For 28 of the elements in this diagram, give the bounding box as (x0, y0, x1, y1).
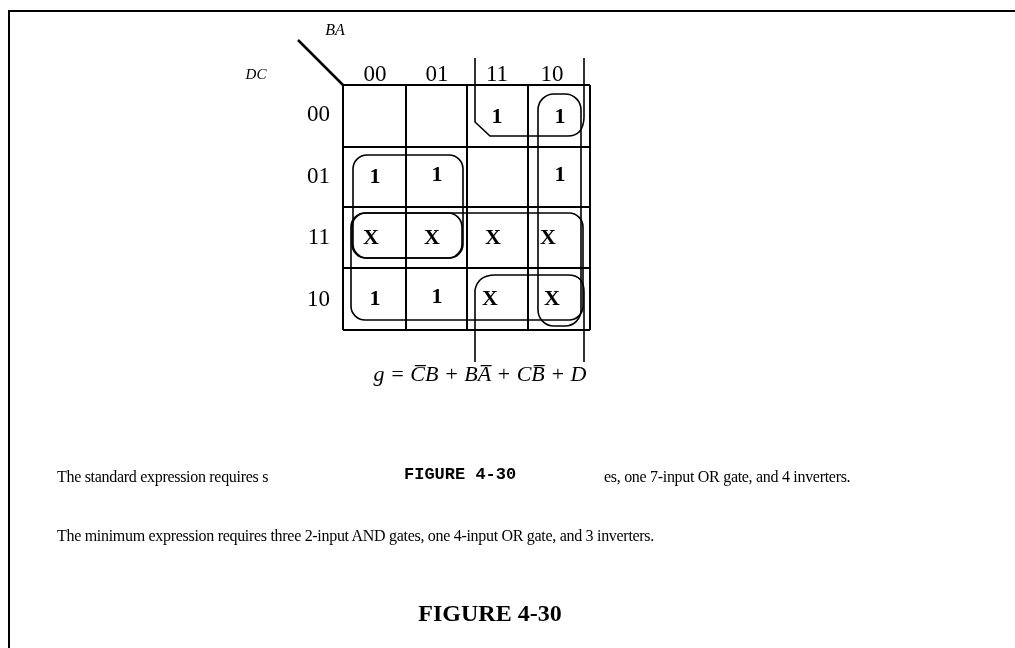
axis-label: BA (325, 22, 345, 38)
cell-value: 1 (369, 287, 381, 309)
column-header: 01 (425, 62, 449, 85)
axis-label: DC (245, 67, 267, 82)
figure-title: FIGURE 4-30 (418, 601, 562, 625)
row-header: 00 (307, 102, 330, 125)
note-text: The standard expression requires s (57, 469, 269, 485)
boolean-expression: g = C̅B + BA̅ + CB̅ + D (373, 363, 587, 385)
cell-value: X (482, 287, 498, 309)
row-header: 11 (307, 225, 330, 248)
cell-value: X (544, 287, 560, 309)
note-text: es, one 7-input OR gate, and 4 inverters. (604, 469, 851, 485)
cell-value: 1 (369, 165, 381, 187)
column-header: 10 (540, 62, 564, 85)
cell-value: 1 (554, 105, 566, 127)
cell-value: 1 (431, 163, 443, 185)
cell-value: 1 (431, 285, 443, 307)
row-header: 10 (307, 287, 330, 310)
cell-value: X (540, 226, 556, 248)
column-header: 11 (485, 62, 509, 85)
cell-value: 1 (554, 163, 566, 185)
cell-value: 1 (491, 105, 503, 127)
note-text: The minimum expression requires three 2-input AND gates, one 4-input OR gate, and 3 inverters. (57, 528, 654, 544)
cell-value: X (424, 226, 440, 248)
cell-value: X (363, 226, 379, 248)
row-header: 01 (307, 164, 330, 187)
cell-value: X (485, 226, 501, 248)
column-header: 00 (363, 62, 387, 85)
